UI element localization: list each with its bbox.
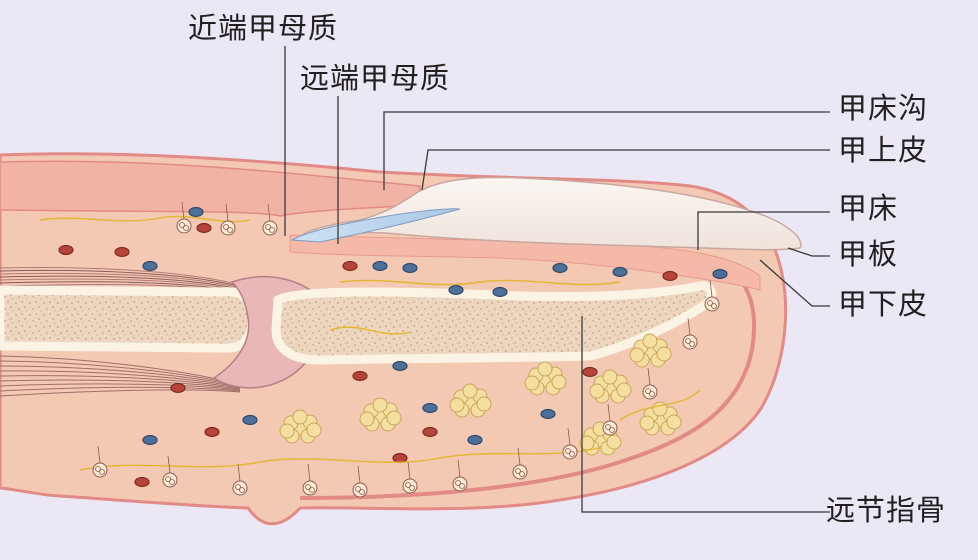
sweat-gland bbox=[602, 403, 618, 436]
artery bbox=[582, 366, 598, 378]
artery bbox=[196, 222, 212, 234]
sweat-gland bbox=[402, 461, 418, 494]
fat-lobule bbox=[279, 409, 322, 444]
fat-lobule bbox=[359, 397, 402, 432]
matrix-wedge bbox=[290, 208, 461, 243]
tendon-fiber bbox=[0, 370, 241, 388]
nerve-fiber bbox=[619, 389, 701, 421]
nerve-fiber bbox=[329, 326, 411, 335]
sweat-gland bbox=[220, 203, 236, 236]
sweat-gland bbox=[452, 459, 468, 492]
vein bbox=[712, 268, 728, 280]
vein bbox=[372, 260, 388, 272]
sweat-gland bbox=[512, 447, 528, 480]
sweat-gland bbox=[232, 463, 248, 496]
sweat-gland bbox=[162, 455, 178, 488]
vein bbox=[467, 434, 483, 446]
leader-distal-phalanx bbox=[581, 316, 830, 513]
artery bbox=[392, 452, 408, 464]
label-nail-plate: 甲板 bbox=[838, 237, 899, 271]
tendon-fiber bbox=[0, 267, 237, 285]
vein bbox=[188, 206, 204, 218]
label-distal-matrix: 远端甲母质 bbox=[300, 61, 451, 95]
sweat-gland bbox=[562, 427, 578, 460]
tendon-fiber bbox=[0, 269, 237, 286]
vein bbox=[142, 260, 158, 272]
tendon-bundle bbox=[0, 267, 241, 397]
nerve-fibers bbox=[39, 215, 701, 471]
sweat-gland bbox=[92, 445, 108, 478]
tip-dermis bbox=[299, 256, 756, 500]
artery bbox=[134, 476, 150, 488]
vein bbox=[612, 266, 628, 278]
vein bbox=[448, 284, 464, 296]
label-nail-groove: 甲床沟 bbox=[838, 91, 929, 125]
leader-eponychium bbox=[421, 149, 830, 191]
fat-lobule bbox=[589, 369, 632, 404]
blood-vessels bbox=[58, 206, 728, 488]
leader-nail-plate bbox=[787, 247, 830, 257]
label-hyponychium: 甲下皮 bbox=[838, 287, 929, 321]
fat-lobule bbox=[629, 333, 672, 368]
nail-plate-shape bbox=[299, 176, 802, 251]
vein bbox=[540, 408, 556, 420]
vein bbox=[242, 414, 258, 426]
fat-lobule bbox=[449, 383, 492, 418]
nerve-fiber bbox=[79, 447, 601, 471]
artery bbox=[170, 382, 186, 394]
label-distal-phalanx: 远节指骨 bbox=[826, 493, 947, 527]
artery bbox=[422, 426, 438, 438]
vein bbox=[552, 262, 568, 274]
artery bbox=[58, 244, 74, 256]
sweat-gland bbox=[682, 317, 698, 350]
vein bbox=[422, 402, 438, 414]
tendon-fiber bbox=[0, 272, 237, 288]
vein bbox=[402, 262, 418, 274]
tendon-fiber bbox=[0, 386, 241, 392]
tendon-fiber bbox=[0, 379, 241, 390]
label-eponychium: 甲上皮 bbox=[838, 133, 929, 167]
nerve-fiber bbox=[339, 279, 621, 286]
artery bbox=[204, 426, 220, 438]
label-proximal-matrix: 近端甲母质 bbox=[188, 11, 339, 45]
fat-lobule bbox=[639, 401, 682, 436]
tendon-fiber bbox=[0, 383, 241, 391]
sweat-glands bbox=[92, 201, 720, 498]
tendon-fiber bbox=[0, 278, 237, 291]
leader-hyponychium bbox=[759, 259, 830, 307]
sweat-gland bbox=[642, 367, 658, 400]
sweat-gland bbox=[704, 279, 720, 312]
nerve-fiber bbox=[39, 215, 251, 223]
sweat-gland bbox=[262, 203, 278, 236]
tendon-fiber bbox=[0, 375, 241, 389]
sweat-gland bbox=[176, 201, 192, 234]
sweat-gland bbox=[352, 465, 368, 498]
fat-lobule bbox=[524, 361, 567, 396]
dermis-band bbox=[0, 160, 421, 217]
leader-nail-bed bbox=[697, 211, 830, 250]
artery bbox=[352, 370, 368, 382]
sweat-gland bbox=[302, 463, 318, 496]
vein bbox=[142, 434, 158, 446]
artery bbox=[342, 260, 358, 272]
tendon-fiber bbox=[0, 389, 241, 397]
vein bbox=[492, 286, 508, 298]
middle-phalanx bbox=[0, 285, 257, 353]
tendon-fiber bbox=[0, 275, 237, 289]
tendon-fiber bbox=[0, 365, 241, 387]
artery bbox=[662, 270, 678, 282]
artery bbox=[114, 246, 130, 258]
vein bbox=[392, 360, 408, 372]
fat-lobules bbox=[279, 333, 682, 456]
label-nail-bed: 甲床 bbox=[838, 191, 899, 225]
leader-lines bbox=[284, 46, 830, 513]
leader-nail-groove bbox=[383, 111, 830, 190]
